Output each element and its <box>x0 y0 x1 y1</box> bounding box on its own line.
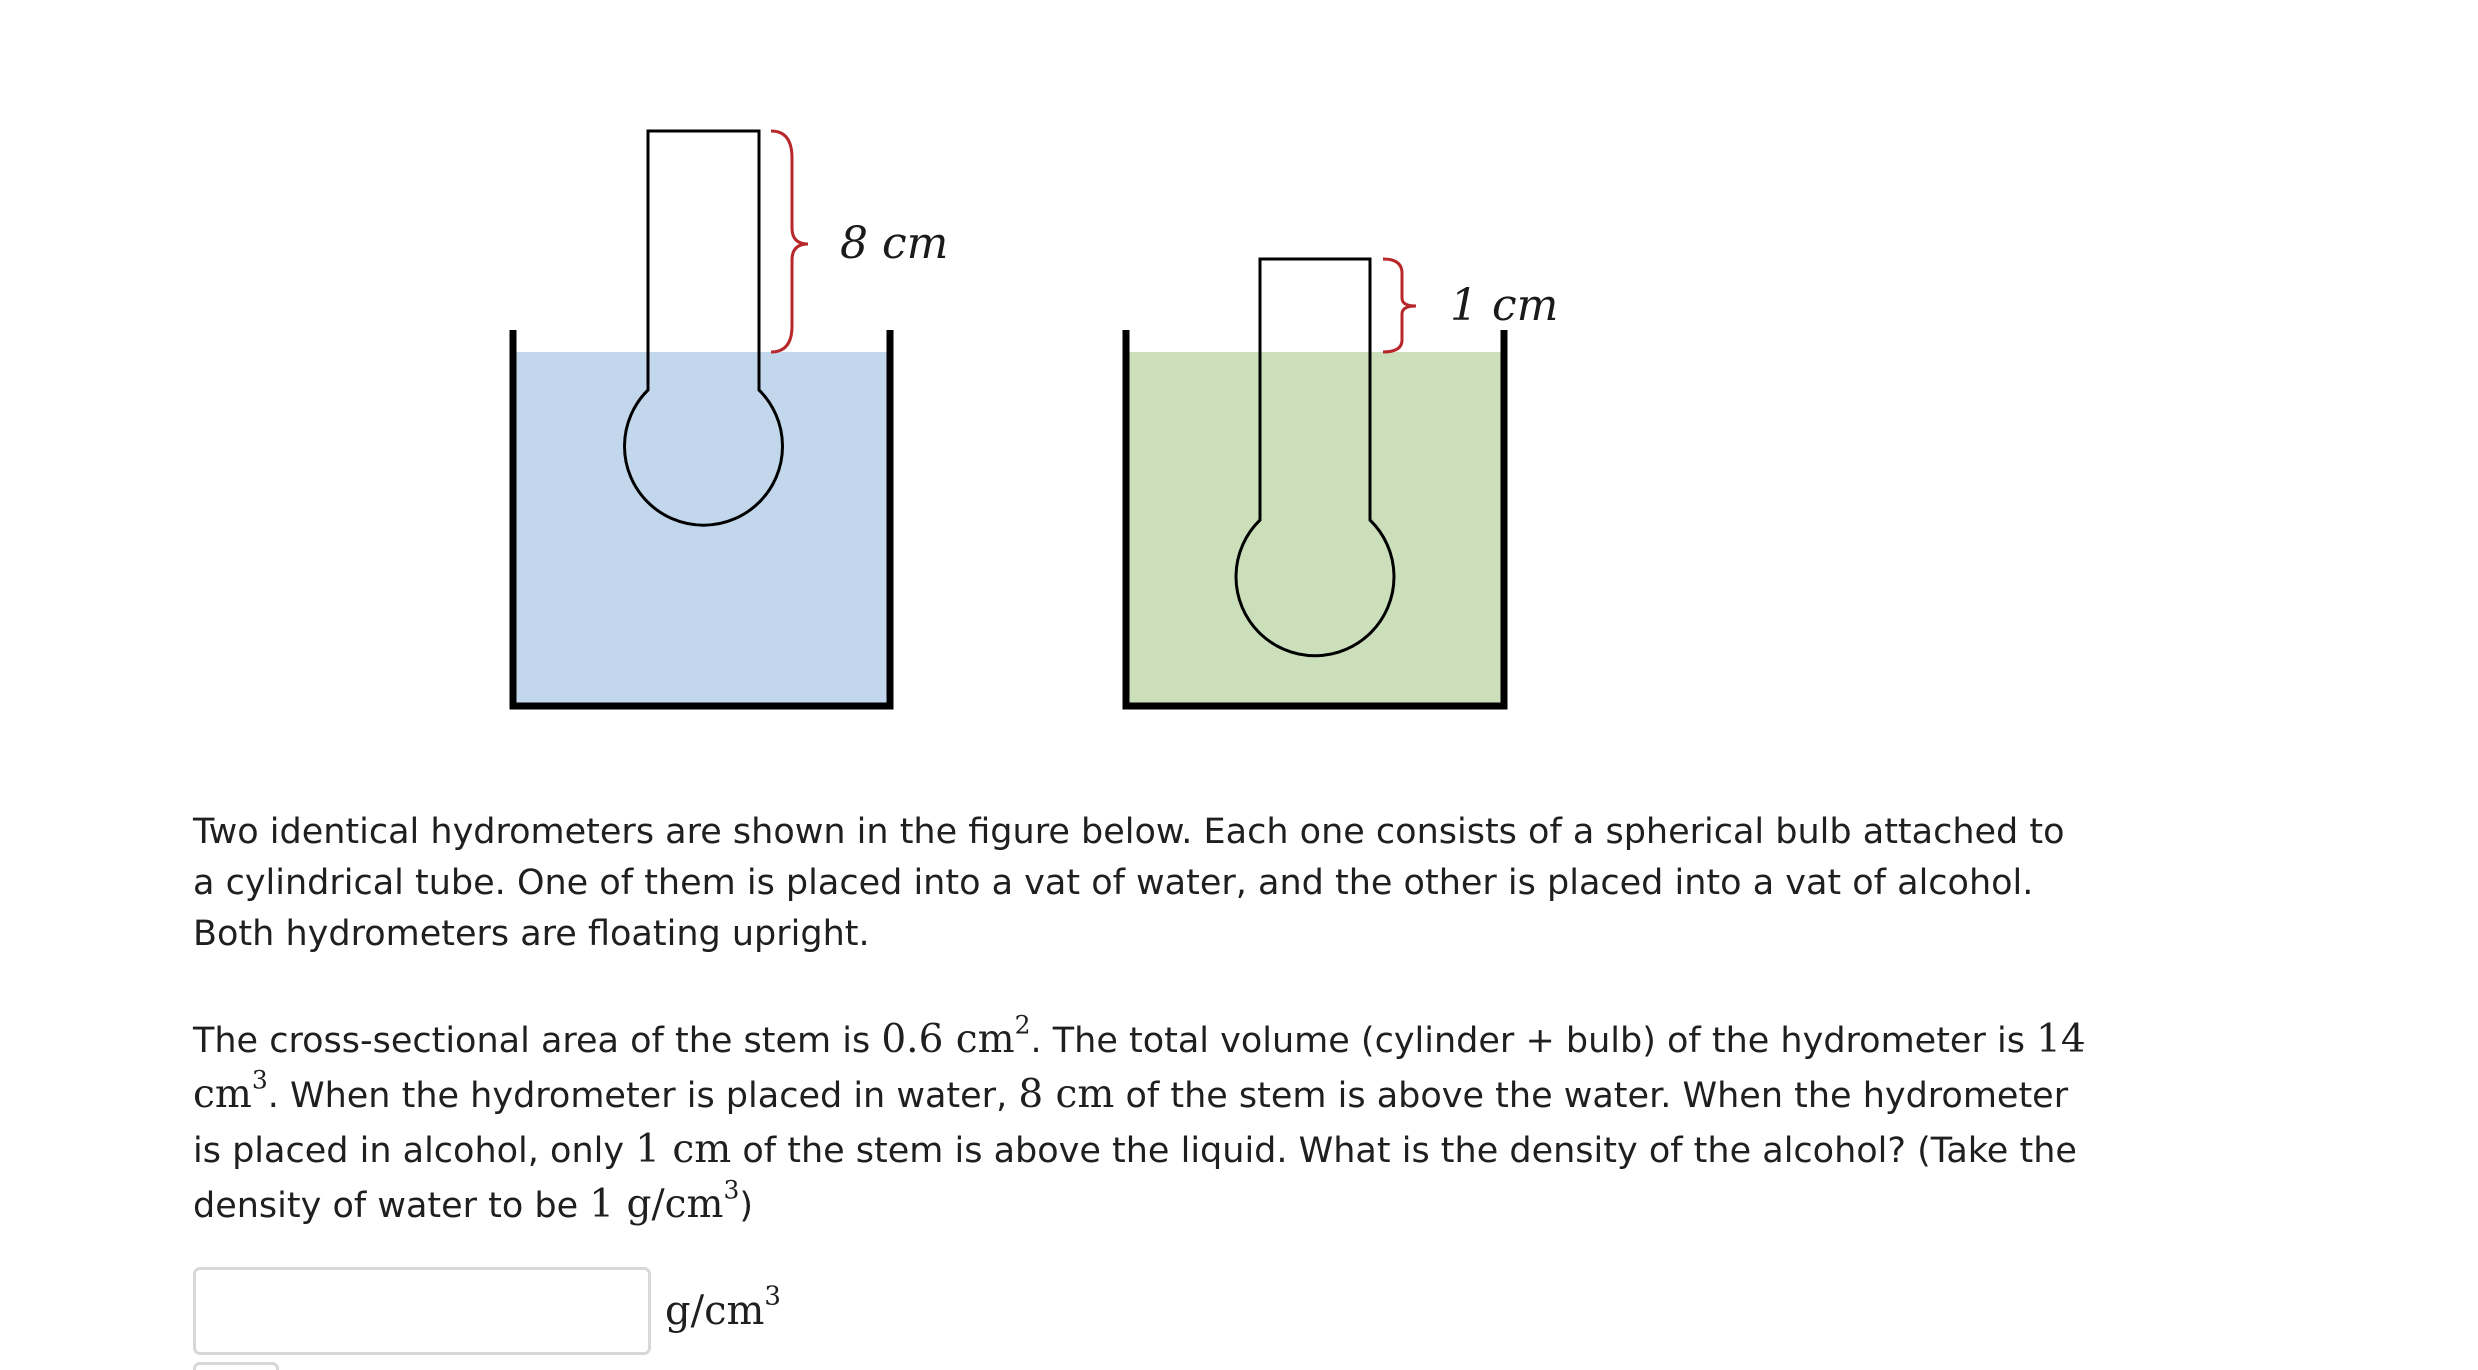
water-density-value: 1 g/cm3 <box>589 1175 740 1227</box>
hydrometer-figure: 8 cm 1 cm <box>509 129 1558 710</box>
alcohol-fill <box>1126 352 1504 706</box>
answer-unit: g/cm3 <box>665 1281 781 1335</box>
alcohol-brace <box>1382 257 1417 354</box>
problem-intro: Two identical hydrometers are shown in t… <box>193 812 2065 954</box>
water-fill <box>513 352 890 706</box>
question-text: of the stem is above the liquid. What is… <box>193 1131 2077 1226</box>
answer-input[interactable] <box>193 1267 651 1355</box>
question-text: of the stem is above the water. When the… <box>193 1076 2069 1171</box>
water-vat <box>509 330 894 710</box>
alcohol-vat <box>1122 330 1508 710</box>
water-brace <box>770 129 809 354</box>
stem-area-value: 0.6 cm2 <box>881 1010 1031 1062</box>
check-answer-button[interactable] <box>193 1362 279 1370</box>
water-hydrometer <box>623 129 784 527</box>
water-height-value: 8 cm <box>1018 1072 1115 1117</box>
alcohol-stem-label: 1 cm <box>1450 280 1558 331</box>
total-volume-value: 14 cm3 <box>193 1017 2086 1117</box>
question-text: . When the hydrometer is placed in water… <box>267 1076 1019 1116</box>
alcohol-hydrometer <box>1234 257 1396 658</box>
alcohol-height-value: 1 cm <box>635 1127 732 1172</box>
question-text: The cross-sectional area of the stem is <box>193 1021 882 1061</box>
alcohol-vat-walls <box>1122 330 1508 710</box>
problem-question: The cross-sectional area of the stem is … <box>193 1010 2093 1233</box>
water-stem-label: 8 cm <box>840 218 948 269</box>
water-vat-walls <box>509 330 894 710</box>
question-text: ) <box>739 1186 753 1226</box>
question-text: . The total volume (cylinder + bulb) of … <box>1030 1021 2037 1061</box>
